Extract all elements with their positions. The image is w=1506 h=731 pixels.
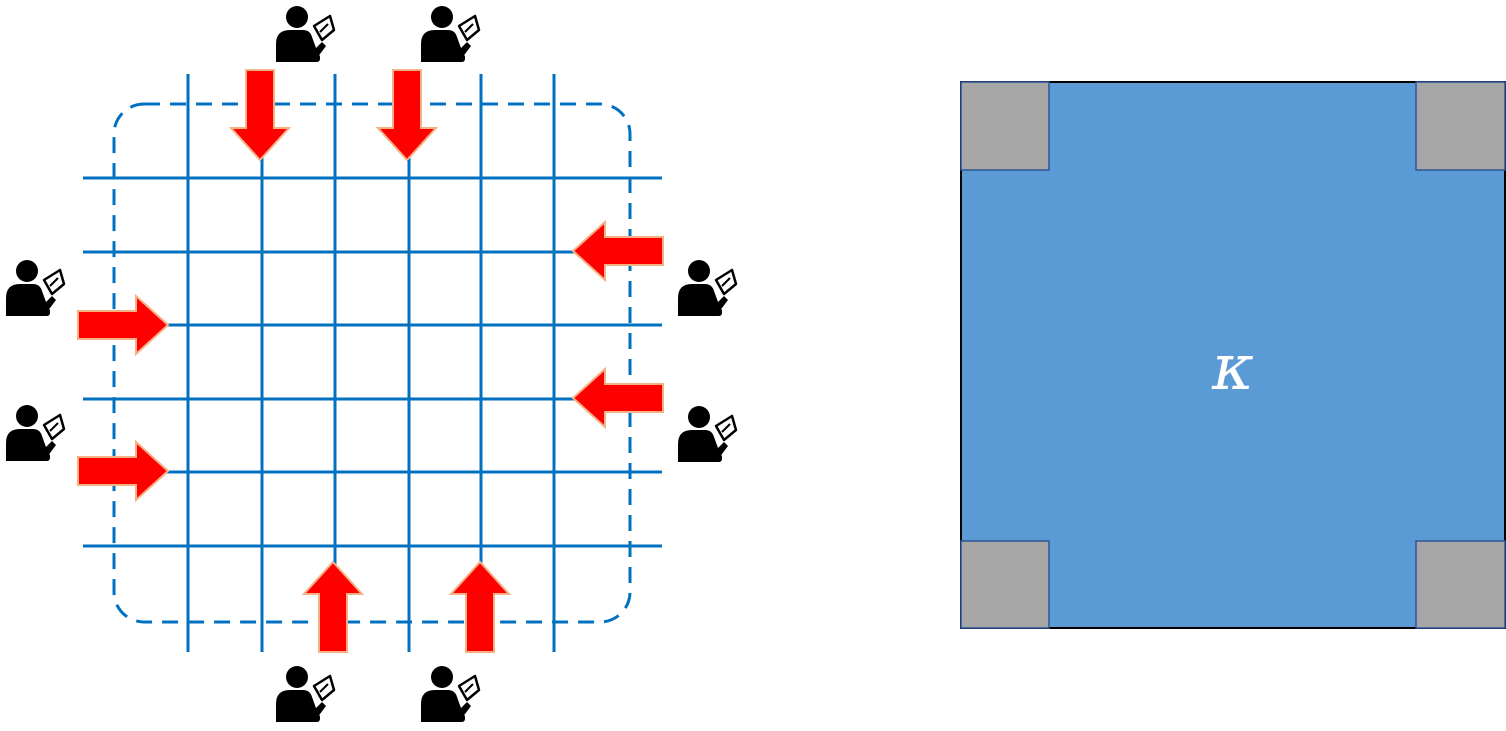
people [4, 4, 738, 724]
person-writing-icon [4, 403, 66, 463]
arrow-left-icon [572, 221, 664, 281]
corner-top-right [1415, 81, 1506, 171]
kernel-panel: κ [960, 81, 1506, 629]
arrow-down-icon [377, 69, 437, 161]
input-arrows [77, 69, 664, 653]
kernel-square [960, 81, 1506, 629]
kernel-label: κ [1211, 331, 1254, 405]
person-writing-icon [419, 664, 481, 724]
arrow-right-icon [77, 295, 169, 355]
person-writing-icon [419, 4, 481, 64]
corner-top-left [960, 81, 1050, 171]
person-writing-icon [4, 258, 66, 318]
arrow-up-icon [450, 561, 510, 653]
arrow-right-icon [77, 441, 169, 501]
arrow-up-icon [303, 561, 363, 653]
person-writing-icon [274, 664, 336, 724]
grid-panel [4, 4, 738, 724]
arrow-left-icon [572, 368, 664, 428]
person-writing-icon [676, 404, 738, 464]
arrow-down-icon [230, 69, 290, 161]
dashed-boundary [112, 102, 632, 624]
person-writing-icon [676, 258, 738, 318]
corner-bottom-left [960, 540, 1050, 629]
corner-bottom-right [1415, 540, 1506, 629]
person-writing-icon [274, 4, 336, 64]
horizontal-grid-lines [83, 176, 662, 548]
vertical-grid-lines [186, 74, 556, 652]
